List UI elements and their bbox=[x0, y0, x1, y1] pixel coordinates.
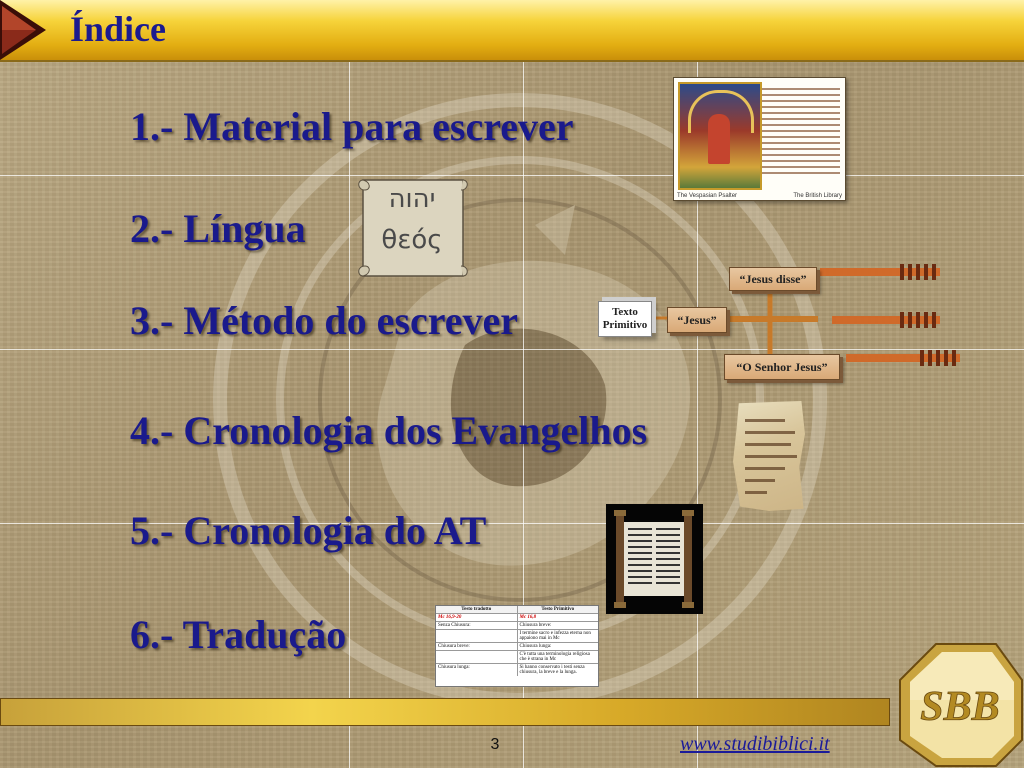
grid-line bbox=[0, 175, 1024, 176]
table-cell: Chiusura lunga: bbox=[516, 643, 599, 650]
menu-item-traducao[interactable]: 6.- Tradução bbox=[130, 612, 347, 657]
scroll-image bbox=[358, 179, 468, 277]
papyrus-fragment-image bbox=[733, 401, 805, 511]
table-cell: Chiusura lunga: bbox=[438, 665, 470, 670]
arrow-icon bbox=[0, 0, 46, 60]
footer-bar bbox=[0, 698, 890, 726]
sbb-logo: SBB bbox=[899, 643, 1023, 767]
table-cell bbox=[436, 630, 517, 642]
menu-item-lingua[interactable]: 2.- Língua bbox=[130, 206, 306, 251]
table-header: Testo Primitivo bbox=[516, 606, 598, 613]
texto-primitivo-box: Texto Primitivo bbox=[598, 301, 652, 337]
title-bar: Índice bbox=[0, 0, 1024, 62]
greek-word: θεός bbox=[381, 225, 443, 255]
table-cell: I termine sacro e infezza eterna non app… bbox=[516, 630, 599, 642]
label-jesus-disse: “Jesus disse” bbox=[729, 267, 817, 291]
manuscript-image: The Vespasian Psalter The British Librar… bbox=[673, 77, 846, 201]
grid-line bbox=[697, 0, 698, 768]
table-cell bbox=[436, 651, 517, 663]
website-link[interactable]: www.studibiblici.it bbox=[680, 733, 830, 755]
hebrew-word: יהוה bbox=[388, 184, 436, 214]
manuscript-credit: The British Library bbox=[793, 193, 842, 199]
table-cell: Senza Chiusura: bbox=[438, 623, 471, 628]
page-number: 3 bbox=[490, 736, 500, 753]
table-cell: Mc 16,8 bbox=[516, 614, 599, 621]
table-cell: Si hanno conservato i testi senza chiusu… bbox=[516, 664, 599, 676]
logo-text: SBB bbox=[920, 684, 999, 730]
manuscript-text-lines bbox=[762, 84, 840, 178]
torah-scroll-image bbox=[606, 504, 703, 614]
table-cell: Chiusura breve: bbox=[438, 644, 470, 649]
label-jesus: “Jesus” bbox=[667, 307, 727, 333]
manuscript-caption: The Vespasian Psalter bbox=[677, 193, 738, 199]
grid-line bbox=[0, 523, 1024, 524]
grid-line bbox=[0, 349, 1024, 350]
translation-comparison-table: Testo tradotto Testo Primitivo Mc 16,9-2… bbox=[435, 605, 599, 687]
label-o-senhor-jesus: “O Senhor Jesus” bbox=[724, 354, 840, 380]
table-cell: Chiusura breve: bbox=[516, 622, 599, 629]
table-header: Testo tradotto bbox=[436, 606, 517, 613]
menu-item-cronologia-evangelhos[interactable]: 4.- Cronologia dos Evangelhos bbox=[130, 408, 648, 453]
menu-item-material[interactable]: 1.- Material para escrever bbox=[130, 104, 574, 149]
table-cell: C'è tutta una terminologia religiosa che… bbox=[516, 651, 599, 663]
grid-line bbox=[523, 0, 524, 768]
illumination bbox=[678, 82, 762, 190]
grid-line bbox=[349, 0, 350, 768]
table-cell: Mc 16,9-20 bbox=[438, 615, 462, 620]
page-title: Índice bbox=[70, 9, 167, 49]
menu-item-metodo[interactable]: 3.- Método do escrever bbox=[130, 298, 519, 343]
transmission-diagram bbox=[652, 264, 960, 366]
menu-item-cronologia-at[interactable]: 5.- Cronologia do AT bbox=[130, 508, 487, 553]
